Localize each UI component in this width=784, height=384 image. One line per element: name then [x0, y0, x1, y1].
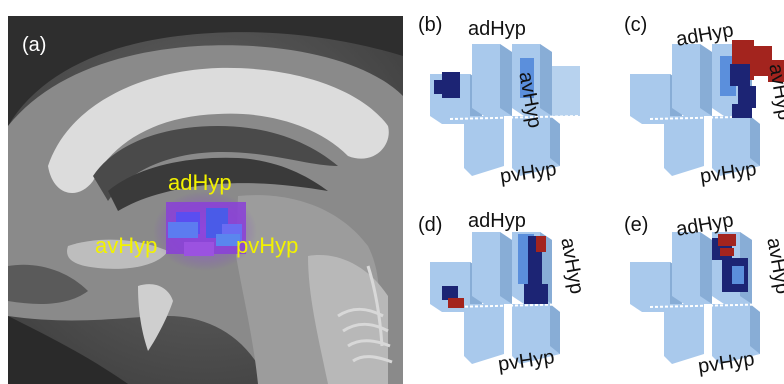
mri-sagittal-image [8, 16, 403, 384]
panel-b-label: (b) [418, 14, 443, 36]
avHyp-label: avHyp [95, 233, 158, 258]
panel-c-blocks [630, 40, 784, 176]
panel-c-label: (c) [624, 14, 648, 36]
pvHyp-label: pvHyp [236, 233, 299, 258]
panel-d-adHyp: adHyp [468, 210, 526, 232]
panel-e-blocks [630, 232, 781, 364]
panel-e-label: (e) [624, 214, 649, 236]
panel-d-label: (d) [418, 214, 443, 236]
panel-b-adHyp: adHyp [468, 18, 526, 40]
panel-b-blocks [430, 44, 581, 176]
panel-a-label: (a) [22, 34, 47, 56]
panel-d-blocks [430, 232, 581, 364]
adHyp-label: adHyp [168, 170, 232, 195]
